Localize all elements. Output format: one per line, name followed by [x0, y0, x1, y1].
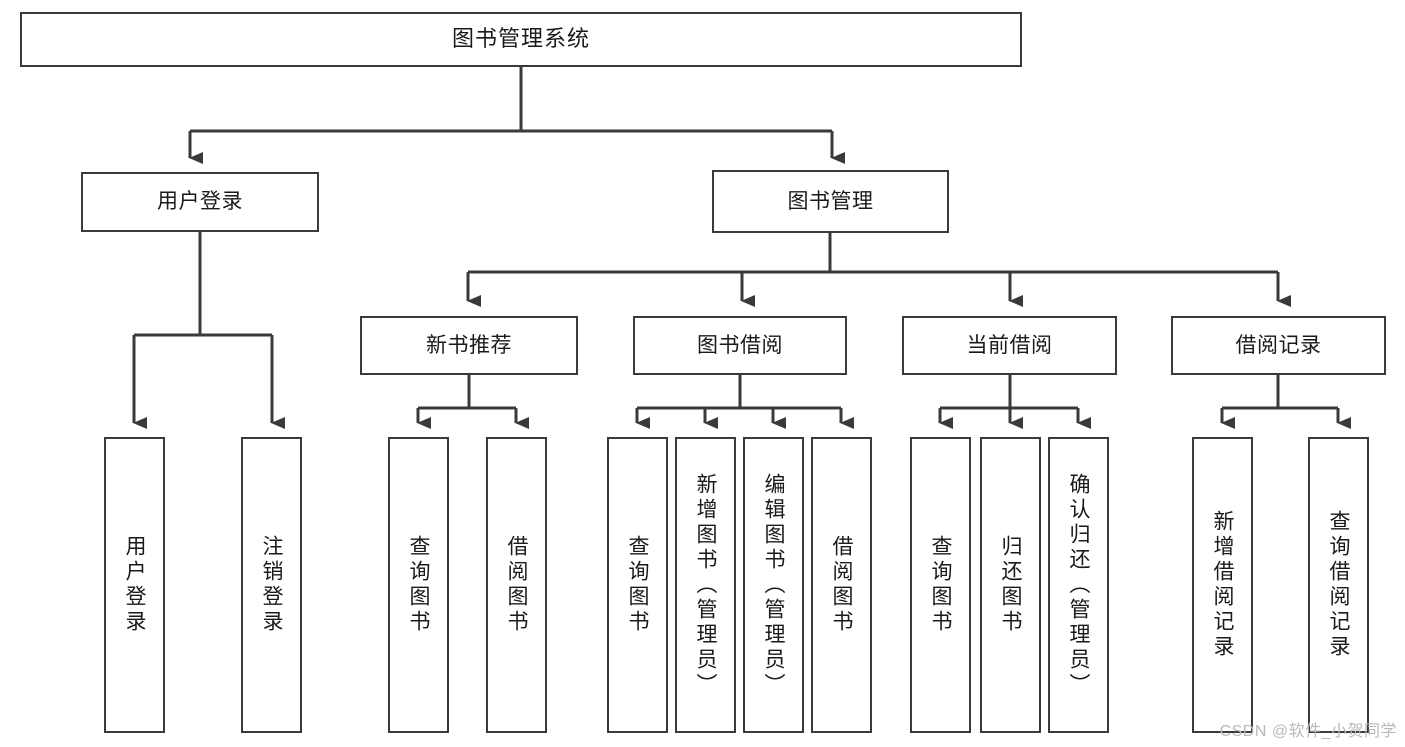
- node-label: 注销登录: [260, 535, 283, 635]
- node-label: 图书管理: [787, 189, 874, 213]
- node-label: 查询图书: [626, 535, 649, 635]
- node-leaf-add-book-admin[interactable]: 新增图书（管理员）: [675, 437, 736, 733]
- node-leaf-user-login[interactable]: 用户登录: [104, 437, 165, 733]
- node-user-login[interactable]: 用户登录: [81, 172, 319, 232]
- node-leaf-edit-book-admin[interactable]: 编辑图书（管理员）: [743, 437, 804, 733]
- node-label: 图书借阅: [697, 333, 783, 357]
- node-label: 当前借阅: [966, 333, 1053, 357]
- node-label: 编辑图书（管理员）: [762, 472, 785, 698]
- node-leaf-query-book-current[interactable]: 查询图书: [910, 437, 971, 733]
- node-leaf-borrow-book[interactable]: 借阅图书: [811, 437, 872, 733]
- node-label: 新书推荐: [426, 333, 512, 357]
- node-leaf-query-borrow-record[interactable]: 查询借阅记录: [1308, 437, 1369, 733]
- node-new-book-recommend[interactable]: 新书推荐: [360, 316, 578, 375]
- csdn-watermark: CSDN @软件_小贺同学: [1219, 723, 1397, 740]
- node-label: 借阅图书: [830, 535, 853, 635]
- node-label: 确认归还（管理员）: [1067, 472, 1090, 698]
- node-leaf-add-borrow-record[interactable]: 新增借阅记录: [1192, 437, 1253, 733]
- node-label: 借阅图书: [505, 535, 528, 635]
- node-current-borrow[interactable]: 当前借阅: [902, 316, 1117, 375]
- node-leaf-borrow-book-recommend[interactable]: 借阅图书: [486, 437, 547, 733]
- node-borrow-record[interactable]: 借阅记录: [1171, 316, 1386, 375]
- node-root-book-management-system[interactable]: 图书管理系统: [20, 12, 1022, 67]
- node-leaf-query-book-borrow[interactable]: 查询图书: [607, 437, 668, 733]
- node-leaf-confirm-return-admin[interactable]: 确认归还（管理员）: [1048, 437, 1109, 733]
- node-label: 图书管理系统: [451, 26, 590, 52]
- node-label: 借阅记录: [1235, 333, 1322, 357]
- node-label: 用户登录: [123, 535, 146, 635]
- node-label: 查询图书: [929, 535, 952, 635]
- node-label: 用户登录: [157, 190, 243, 214]
- node-label: 查询借阅记录: [1327, 510, 1350, 660]
- node-leaf-query-book-recommend[interactable]: 查询图书: [388, 437, 449, 733]
- node-book-borrow[interactable]: 图书借阅: [633, 316, 847, 375]
- node-label: 归还图书: [999, 535, 1022, 635]
- node-label: 查询图书: [407, 535, 430, 635]
- node-leaf-return-book[interactable]: 归还图书: [980, 437, 1041, 733]
- node-label: 新增图书（管理员）: [694, 472, 717, 698]
- node-leaf-logout-login[interactable]: 注销登录: [241, 437, 302, 733]
- node-label: 新增借阅记录: [1211, 510, 1234, 660]
- node-book-management[interactable]: 图书管理: [712, 170, 949, 233]
